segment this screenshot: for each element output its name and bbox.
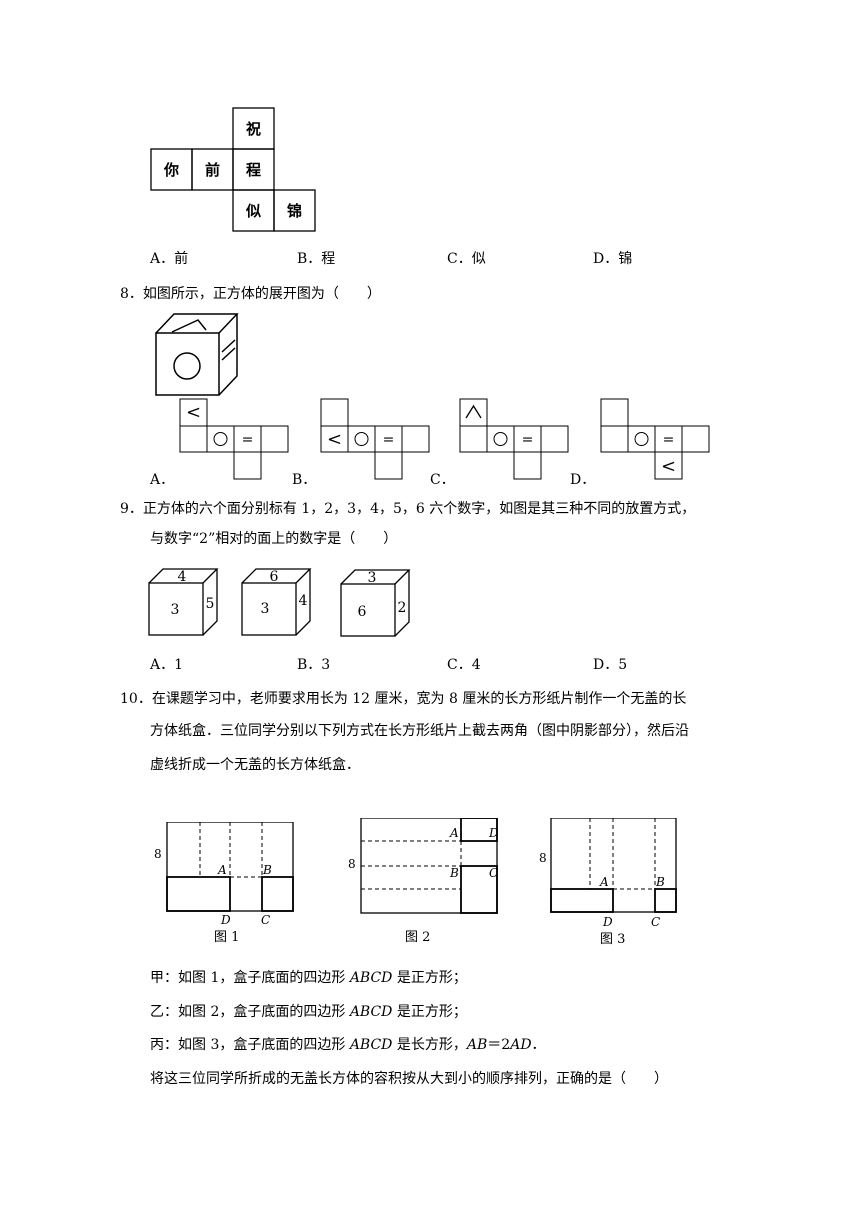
cube1-right: 5 <box>206 596 215 612</box>
net-b-lt: < <box>327 429 342 450</box>
q7-cube-net: 祝 你 前 程 似 锦 <box>150 107 316 232</box>
fig3-height: 8 <box>539 851 547 865</box>
q7-option-b[interactable]: B．程 <box>297 251 336 267</box>
net-char-cheng: 程 <box>246 161 261 179</box>
q10-statement-yi: 乙：如图 2，盒子底面的四边形 ABCD 是正方形； <box>150 1004 467 1020</box>
fig2-label-b: B <box>449 866 459 880</box>
net-d-lt: < <box>661 456 676 477</box>
q10-stem-line2: 方体纸盒．三位同学分别以下列方式在长方形纸片上截去两角（图中阴影部分），然后沿 <box>150 723 689 739</box>
q8-net-a[interactable]: < = <box>176 396 290 482</box>
cube1-front: 3 <box>171 602 180 618</box>
fig1-caption: 图 1 <box>214 930 239 945</box>
net-char-si: 似 <box>245 202 261 220</box>
cube3-front: 6 <box>358 604 367 620</box>
fig1-label-a: A <box>217 863 227 877</box>
fig3-label-c: C <box>651 915 660 929</box>
q8-net-b[interactable]: < = <box>317 396 431 482</box>
q8-net-c[interactable]: = <box>456 396 570 482</box>
cube2-front: 3 <box>261 601 270 617</box>
net-char-jin: 锦 <box>287 202 302 220</box>
net-c-caret <box>465 404 482 419</box>
net-a-lt: < <box>186 402 201 423</box>
q9-option-c[interactable]: C．4 <box>447 657 481 673</box>
q9-cube-2: 6 3 4 <box>241 568 312 636</box>
q8-net-d[interactable]: = < <box>597 396 711 482</box>
fig1-label-c: C <box>261 913 270 927</box>
q9-cube-3: 3 6 2 <box>340 569 411 637</box>
net-char-qian: 前 <box>205 161 220 179</box>
net-b-eq: = <box>383 432 395 448</box>
q10-figure-2: 12 8 A D B C 图 2 <box>348 818 499 945</box>
q9-option-a[interactable]: A．1 <box>150 657 184 673</box>
fig2-label-c: C <box>489 866 498 880</box>
fig1-height: 8 <box>154 847 162 861</box>
q10-statement-jia: 甲：如图 1，盒子底面的四边形 ABCD 是正方形； <box>150 970 467 986</box>
fig3-caption: 图 3 <box>600 932 625 947</box>
q8-stem: 8．如图所示，正方体的展开图为（ ） <box>120 286 381 302</box>
q9-option-b[interactable]: B．3 <box>297 657 331 673</box>
q8-option-d[interactable]: D． <box>570 472 596 488</box>
cube1-top: 4 <box>178 569 187 585</box>
q10-stem-line1: 10．在课题学习中，老师要求用长为 12 厘米，宽为 8 厘米的长方形纸片制作一… <box>120 691 687 707</box>
fig1-label-b: B <box>262 863 272 877</box>
q10-figure-3: 12 8 A B D C 图 3 <box>539 818 677 947</box>
cube3-right: 2 <box>398 600 407 616</box>
fig2-label-d: D <box>488 826 499 840</box>
q7-option-a[interactable]: A．前 <box>150 251 189 267</box>
q9-stem-line1: 9．正方体的六个面分别标有 1，2，3，4，5，6 六个数字，如图是其三种不同的… <box>120 501 696 517</box>
q9-option-d[interactable]: D．5 <box>593 657 628 673</box>
fig2-label-a: A <box>449 826 459 840</box>
q9-cube-1: 4 3 5 <box>148 568 219 636</box>
cube2-top: 6 <box>270 569 279 585</box>
net-a-eq: = <box>242 432 254 448</box>
cube2-right: 4 <box>299 593 308 609</box>
cube3-top: 3 <box>368 570 377 586</box>
q10-figure-1: 12 8 A B D C 图 1 <box>154 822 294 945</box>
net-char-ni: 你 <box>163 161 179 179</box>
q8-cube-figure <box>155 313 239 396</box>
fig3-label-b: B <box>655 875 665 889</box>
net-char-zhu: 祝 <box>246 120 261 138</box>
fig3-label-a: A <box>599 875 609 889</box>
q7-option-d[interactable]: D．锦 <box>593 251 633 267</box>
q10-statement-bing: 丙：如图 3，盒子底面的四边形 ABCD 是长方形，AB＝2AD． <box>150 1037 546 1053</box>
fig2-height: 8 <box>348 857 356 871</box>
q7-option-c[interactable]: C．似 <box>447 251 486 267</box>
q10-stem-line3: 虚线折成一个无盖的长方体纸盒． <box>150 757 360 773</box>
q8-option-c[interactable]: C． <box>430 472 455 488</box>
fig1-label-d: D <box>220 913 231 927</box>
q9-stem-line2: 与数字“2”相对的面上的数字是（ ） <box>150 531 398 547</box>
net-d-eq: = <box>663 432 675 448</box>
fig3-label-d: D <box>602 915 613 929</box>
q8-option-a[interactable]: A． <box>150 472 175 488</box>
q8-option-b[interactable]: B． <box>292 472 317 488</box>
q10-final-question: 将这三位同学所折成的无盖长方体的容积按从大到小的顺序排列，正确的是（ ） <box>150 1071 668 1087</box>
net-c-eq: = <box>522 432 534 448</box>
fig2-caption: 图 2 <box>405 930 430 945</box>
